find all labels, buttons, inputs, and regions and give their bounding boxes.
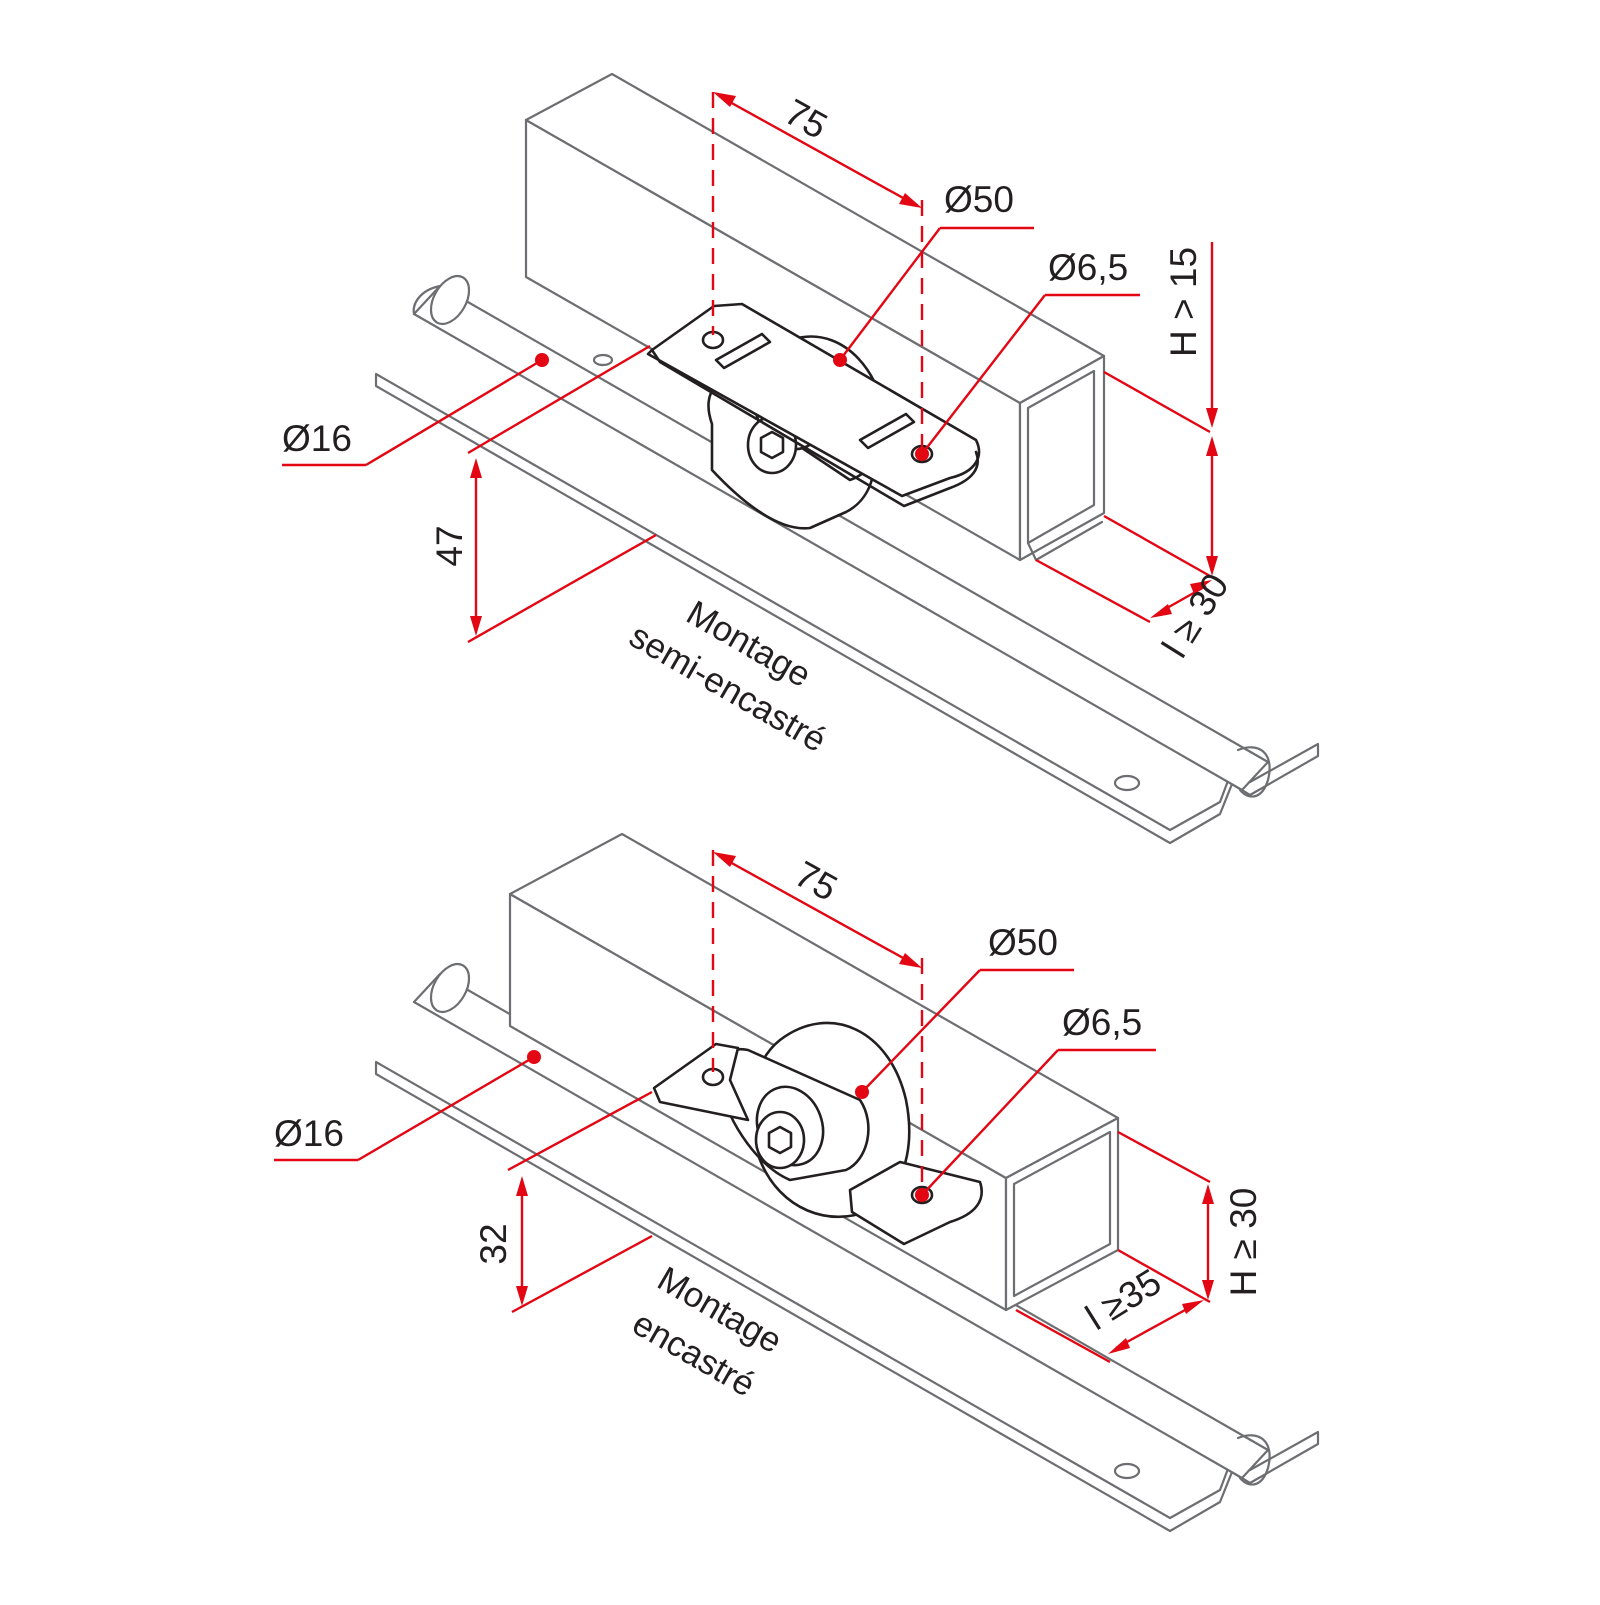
bottom-roller-bracket-right [848, 1160, 983, 1246]
bottom-dim-wheel-label: Ø50 [988, 922, 1058, 963]
bottom-dim-H-arrow-top [1202, 1184, 1214, 1204]
top-dim-hole: Ø6,5 [915, 247, 1140, 461]
top-rail-screw-hole-2 [592, 353, 614, 367]
top-dim-rail-dot [535, 353, 549, 367]
top-dim-H-label: H > 15 [1163, 247, 1204, 357]
top-dim-spacing-arrow-right [899, 193, 922, 208]
top-rail-tube-end [429, 275, 471, 325]
bottom-dim-hole-label: Ø6,5 [1062, 1002, 1142, 1043]
bottom-dim-spacing-label: 75 [788, 853, 844, 909]
bottom-roller-hex-socket [767, 1125, 793, 1155]
bottom-dim-height: 32 [473, 1090, 653, 1314]
bottom-rail-flange [374, 1060, 1320, 1533]
top-roller [646, 302, 981, 530]
top-dim-H-ext-bottom [1103, 514, 1211, 578]
bottom-caption: Montage encastré [626, 1259, 789, 1404]
bottom-dim-spacing-line [718, 854, 915, 966]
top-dim-wheel-dot [833, 353, 847, 367]
top-roller-hex-socket [759, 430, 785, 460]
bottom-dim-H-arrow-bottom [1202, 1280, 1214, 1300]
top-box-front-face [1018, 354, 1106, 562]
bottom-dim-H-ext-top [1117, 1130, 1211, 1184]
top-rail-edge [412, 284, 442, 316]
bottom-dim-rail-dot [527, 1050, 541, 1064]
top-dim-rail-leader [365, 358, 543, 467]
top-dim-l-arrow-left [1150, 604, 1172, 618]
top-rail-screw-hole [1113, 774, 1141, 792]
top-dim-rail-label: Ø16 [282, 418, 352, 459]
bottom-dim-spacing-arrow-right [899, 953, 922, 968]
top-dim-hole-leader [921, 294, 1046, 455]
bottom-dim-hole: Ø6,5 [915, 1002, 1156, 1202]
bottom-dim-H-ext-bottom [1117, 1248, 1211, 1304]
top-dim-H-ext-top [1103, 370, 1211, 434]
bottom-dim-l-arrow-right [1182, 1300, 1204, 1314]
top-dim-height-arrow-bottom [470, 616, 482, 636]
top-roller-tab-left [714, 332, 772, 370]
top-rail-flange [374, 372, 1320, 845]
top-dim-l-label: l ≥ 30 [1154, 566, 1237, 664]
bottom-dim-height-ext-bottom [511, 1234, 653, 1314]
bottom-rail-profile [1236, 1434, 1271, 1486]
bottom-roller [652, 1021, 983, 1246]
bottom-dim-wheel-dot [855, 1085, 869, 1099]
bottom-assembly: 75 Ø50 Ø6,5 Ø16 [274, 832, 1320, 1533]
bottom-roller-bracket-left [652, 1042, 750, 1122]
bottom-dim-hole-leader [921, 1049, 1059, 1196]
top-dim-height-ext-bottom [467, 533, 657, 644]
top-dim-spacing-arrow-left [713, 92, 736, 107]
top-roller-tab-right [858, 412, 916, 450]
top-rail-tube [412, 284, 1270, 792]
bottom-dim-height-arrow-bottom [516, 1286, 528, 1306]
bottom-rail-tube-end [429, 963, 471, 1013]
bottom-dim-height-arrow-top [516, 1176, 528, 1196]
bottom-dim-rail: Ø16 [274, 1050, 541, 1162]
bottom-dim-l-line [1115, 1302, 1197, 1350]
top-dim-height-ext-top [467, 344, 651, 455]
top-dim-hole-dot [915, 447, 929, 461]
bottom-dim-wheel: Ø50 [855, 922, 1074, 1099]
top-rail [374, 275, 1320, 845]
top-dim-H-arrow-lower-top [1206, 436, 1218, 456]
top-dim-H: H > 15 [1103, 242, 1218, 578]
top-dim-hole-label: Ø6,5 [1048, 247, 1128, 288]
top-assembly: 75 Ø50 Ø6,5 Ø16 [282, 72, 1320, 845]
top-box-inner [1026, 369, 1096, 545]
top-roller-plate-edge [650, 348, 979, 508]
bottom-dim-height-ext-top [507, 1090, 653, 1172]
bottom-rail-screw-hole [1113, 1462, 1141, 1480]
top-dim-height-arrow-top [470, 458, 482, 478]
bottom-dim-H: H ≥ 30 [1117, 1130, 1264, 1304]
bottom-dim-wheel-leader [861, 969, 981, 1093]
bottom-dim-height-label: 32 [473, 1223, 514, 1264]
bottom-dim-rail-label: Ø16 [274, 1113, 344, 1154]
bottom-dim-H-label: H ≥ 30 [1223, 1188, 1264, 1297]
top-dim-wheel-leader [839, 227, 941, 361]
top-dim-l-ext [1035, 558, 1151, 624]
top-dim-height-label: 47 [429, 525, 470, 566]
top-dim-rail: Ø16 [282, 353, 549, 467]
top-dim-l-arrow-right [1190, 580, 1212, 594]
top-dim-wheel-label: Ø50 [944, 179, 1014, 220]
bottom-dim-l-ext [1015, 1308, 1111, 1364]
top-dim-spacing-line [718, 94, 915, 206]
top-dim-wheel: Ø50 [833, 179, 1034, 367]
bottom-dim-hole-dot [915, 1188, 929, 1202]
top-dim-H-arrow-lower-bottom [1206, 556, 1218, 576]
bottom-dim-rail-leader [357, 1055, 535, 1162]
bottom-dim-l-arrow-left [1108, 1338, 1130, 1354]
top-dim-spacing-label: 75 [778, 91, 834, 147]
top-dim-height: 47 [429, 344, 657, 644]
top-dim-H-arrow-upper [1206, 408, 1218, 428]
bottom-box-inner [1012, 1130, 1112, 1298]
bottom-dim-spacing-arrow-left [713, 852, 736, 867]
top-rail-profile [1236, 746, 1271, 798]
